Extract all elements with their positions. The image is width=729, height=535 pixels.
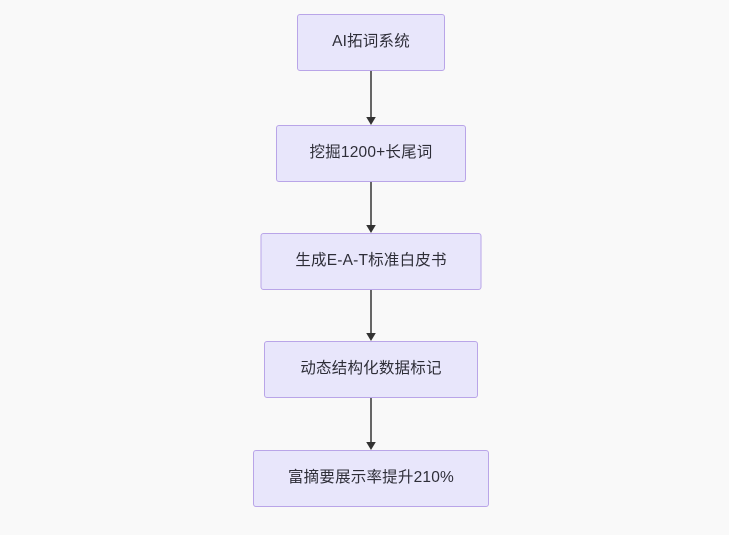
flow-edge-3 [364, 290, 378, 341]
flow-edge-4 [364, 398, 378, 450]
flow-node-4[interactable]: 动态结构化数据标记 [264, 341, 478, 398]
flow-node-label: 动态结构化数据标记 [300, 360, 442, 378]
flow-node-label: 生成E-A-T标准白皮书 [295, 252, 447, 270]
flow-edge-1 [364, 71, 378, 125]
flow-node-label: AI拓词系统 [332, 33, 410, 51]
flow-node-5[interactable]: 富摘要展示率提升210% [253, 450, 489, 507]
flow-node-1[interactable]: AI拓词系统 [297, 14, 445, 71]
flow-edge-2 [364, 182, 378, 233]
flow-node-label: 富摘要展示率提升210% [287, 469, 455, 487]
flow-node-2[interactable]: 挖掘1200+长尾词 [276, 125, 466, 182]
flow-node-3[interactable]: 生成E-A-T标准白皮书 [260, 233, 482, 290]
flow-node-label: 挖掘1200+长尾词 [309, 144, 433, 162]
